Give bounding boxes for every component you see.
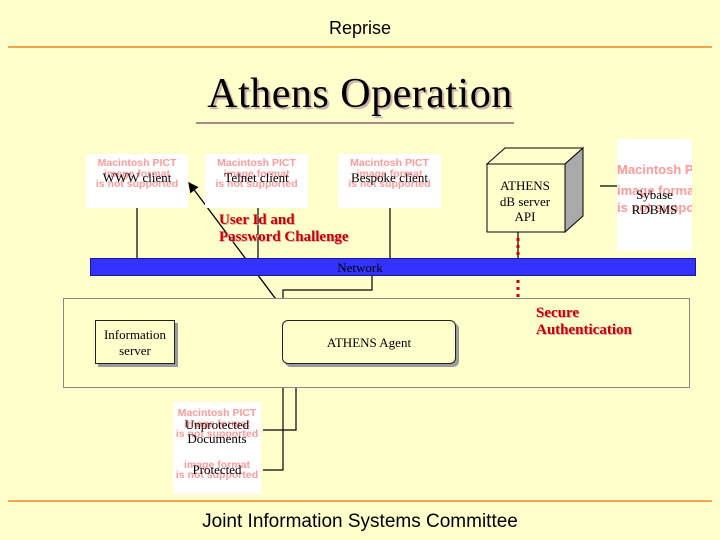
sybase-line2: RDBMS (631, 201, 678, 217)
information-server-box: Information server (95, 320, 175, 364)
athens-agent-box: ATHENS Agent (282, 320, 456, 364)
telnet-client-label: Telnet client (224, 170, 289, 185)
challenge-label-line1: User Id and (219, 212, 295, 228)
info-server-line1: Information (103, 327, 167, 342)
unprotected-line1: Unprotected (184, 417, 250, 432)
bespoke-client-image: Macintosh PICT image format is not suppo… (338, 154, 441, 208)
athens-db-line2: dB server (499, 193, 551, 209)
network-bar (90, 258, 696, 276)
slide-title: Athens Operation (207, 71, 513, 117)
agent-protected-link (263, 367, 284, 471)
secure-auth-line1: Secure (536, 305, 580, 321)
secure-auth-line2: Authentication (536, 322, 632, 339)
title-underline (196, 122, 514, 124)
slide-header: Reprise (328, 18, 392, 38)
sybase-rdbms-image: Macintosh PICT image format is not suppo… (617, 139, 692, 251)
unprotected-line2: Documents (187, 431, 247, 447)
athens-db-server-label: ATHENS dB server API (487, 178, 563, 225)
secure-authentication-label: Secure Authentication (536, 305, 632, 340)
telnet-client-image: Macintosh PICT image format is not suppo… (205, 154, 308, 208)
footer-rule (8, 500, 712, 502)
www-client-image: Macintosh PICT image format is not suppo… (86, 154, 188, 208)
www-client-label: WWW client (102, 170, 172, 185)
challenge-label: User Id and Password Challenge (219, 212, 349, 247)
athens-db-line3: API (514, 209, 536, 225)
unprotected-documents-label: Unprotected Documents (173, 417, 261, 447)
sybase-rdbms-label: Sybase RDBMS (617, 187, 692, 218)
challenge-label-line2: Password Challenge (219, 229, 349, 246)
agent-unprotected-link (263, 365, 301, 431)
protected-documents-label: Protected (192, 462, 242, 477)
network-label: Network (337, 260, 383, 275)
info-server-line2: server (119, 342, 151, 358)
bespoke-client-label: Bespoke client (351, 170, 428, 185)
slide-footer: Joint Information Systems Committee (202, 511, 518, 532)
athens-db-server-cube (485, 146, 585, 234)
header-rule (8, 46, 712, 48)
sybase-line1: Sybase (636, 187, 673, 202)
documents-image: Macintosh PICT image format is not suppo… (173, 402, 261, 494)
athens-db-line1: ATHENS (500, 178, 550, 193)
